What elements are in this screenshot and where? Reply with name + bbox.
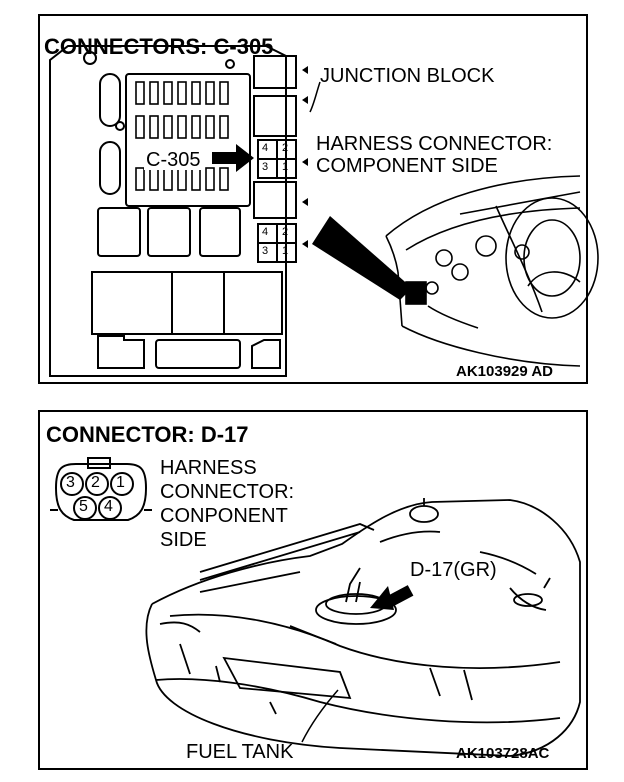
pin-2: 2: [91, 474, 100, 491]
pin-4: 4: [104, 498, 113, 515]
lower-pin-1: 1: [282, 245, 289, 257]
harness-label-line1: HARNESS CONNECTOR:: [316, 133, 553, 155]
pointer-wedge: [312, 216, 412, 300]
harness-label-line2: COMPONENT SIDE: [316, 155, 498, 177]
fuel-tank-label: FUEL TANK: [186, 741, 294, 763]
harness-label-line2: CONNECTOR:: [160, 481, 295, 503]
figure-code: AK103728AC: [456, 745, 550, 762]
harness-label-line3: CONPONENT: [160, 505, 288, 527]
connector-column: [253, 55, 297, 263]
junction-block-label: JUNCTION BLOCK: [320, 65, 495, 87]
upper-pin-2: 2: [282, 142, 289, 154]
c305-arrow: [212, 144, 254, 172]
upper-pin-4: 4: [262, 142, 269, 154]
harness-label-line1: HARNESS: [160, 457, 257, 479]
pin-1: 1: [116, 474, 125, 491]
d17-arrow: [370, 585, 414, 610]
panel-title: CONNECTOR: D-17: [46, 422, 249, 447]
pin-3: 3: [66, 474, 75, 491]
position-markers: [302, 66, 308, 248]
lower-pin-2: 2: [282, 226, 289, 238]
lower-pin-3: 3: [262, 245, 269, 257]
fuse-slots: [135, 81, 229, 191]
panel-title: CONNECTORS: C-305: [44, 34, 274, 59]
fuel-tank-illustration: [145, 498, 581, 757]
harness-label-line4: SIDE: [160, 529, 207, 551]
upper-pin-3: 3: [262, 161, 269, 173]
lower-pin-4: 4: [262, 226, 269, 238]
figure-code: AK103929 AD: [456, 363, 553, 380]
dashboard-illustration: [385, 175, 599, 367]
upper-pin-1: 1: [282, 161, 289, 173]
pin-5: 5: [79, 498, 88, 515]
d17-callout-label: D-17(GR): [410, 559, 497, 581]
junction-block-drawing: [49, 45, 599, 377]
c305-callout-label: C-305: [144, 149, 203, 171]
d17-connector-face: [50, 457, 152, 521]
junction-block-panel: CONNECTORS: C-305 C-305 JUNCTION BLOCK H…: [38, 14, 599, 384]
fuel-tank-panel: CONNECTOR: D-17 3 2 1 5 4 HARNESS CONNEC…: [38, 410, 588, 770]
fuel-tank-drawing: [50, 457, 581, 757]
